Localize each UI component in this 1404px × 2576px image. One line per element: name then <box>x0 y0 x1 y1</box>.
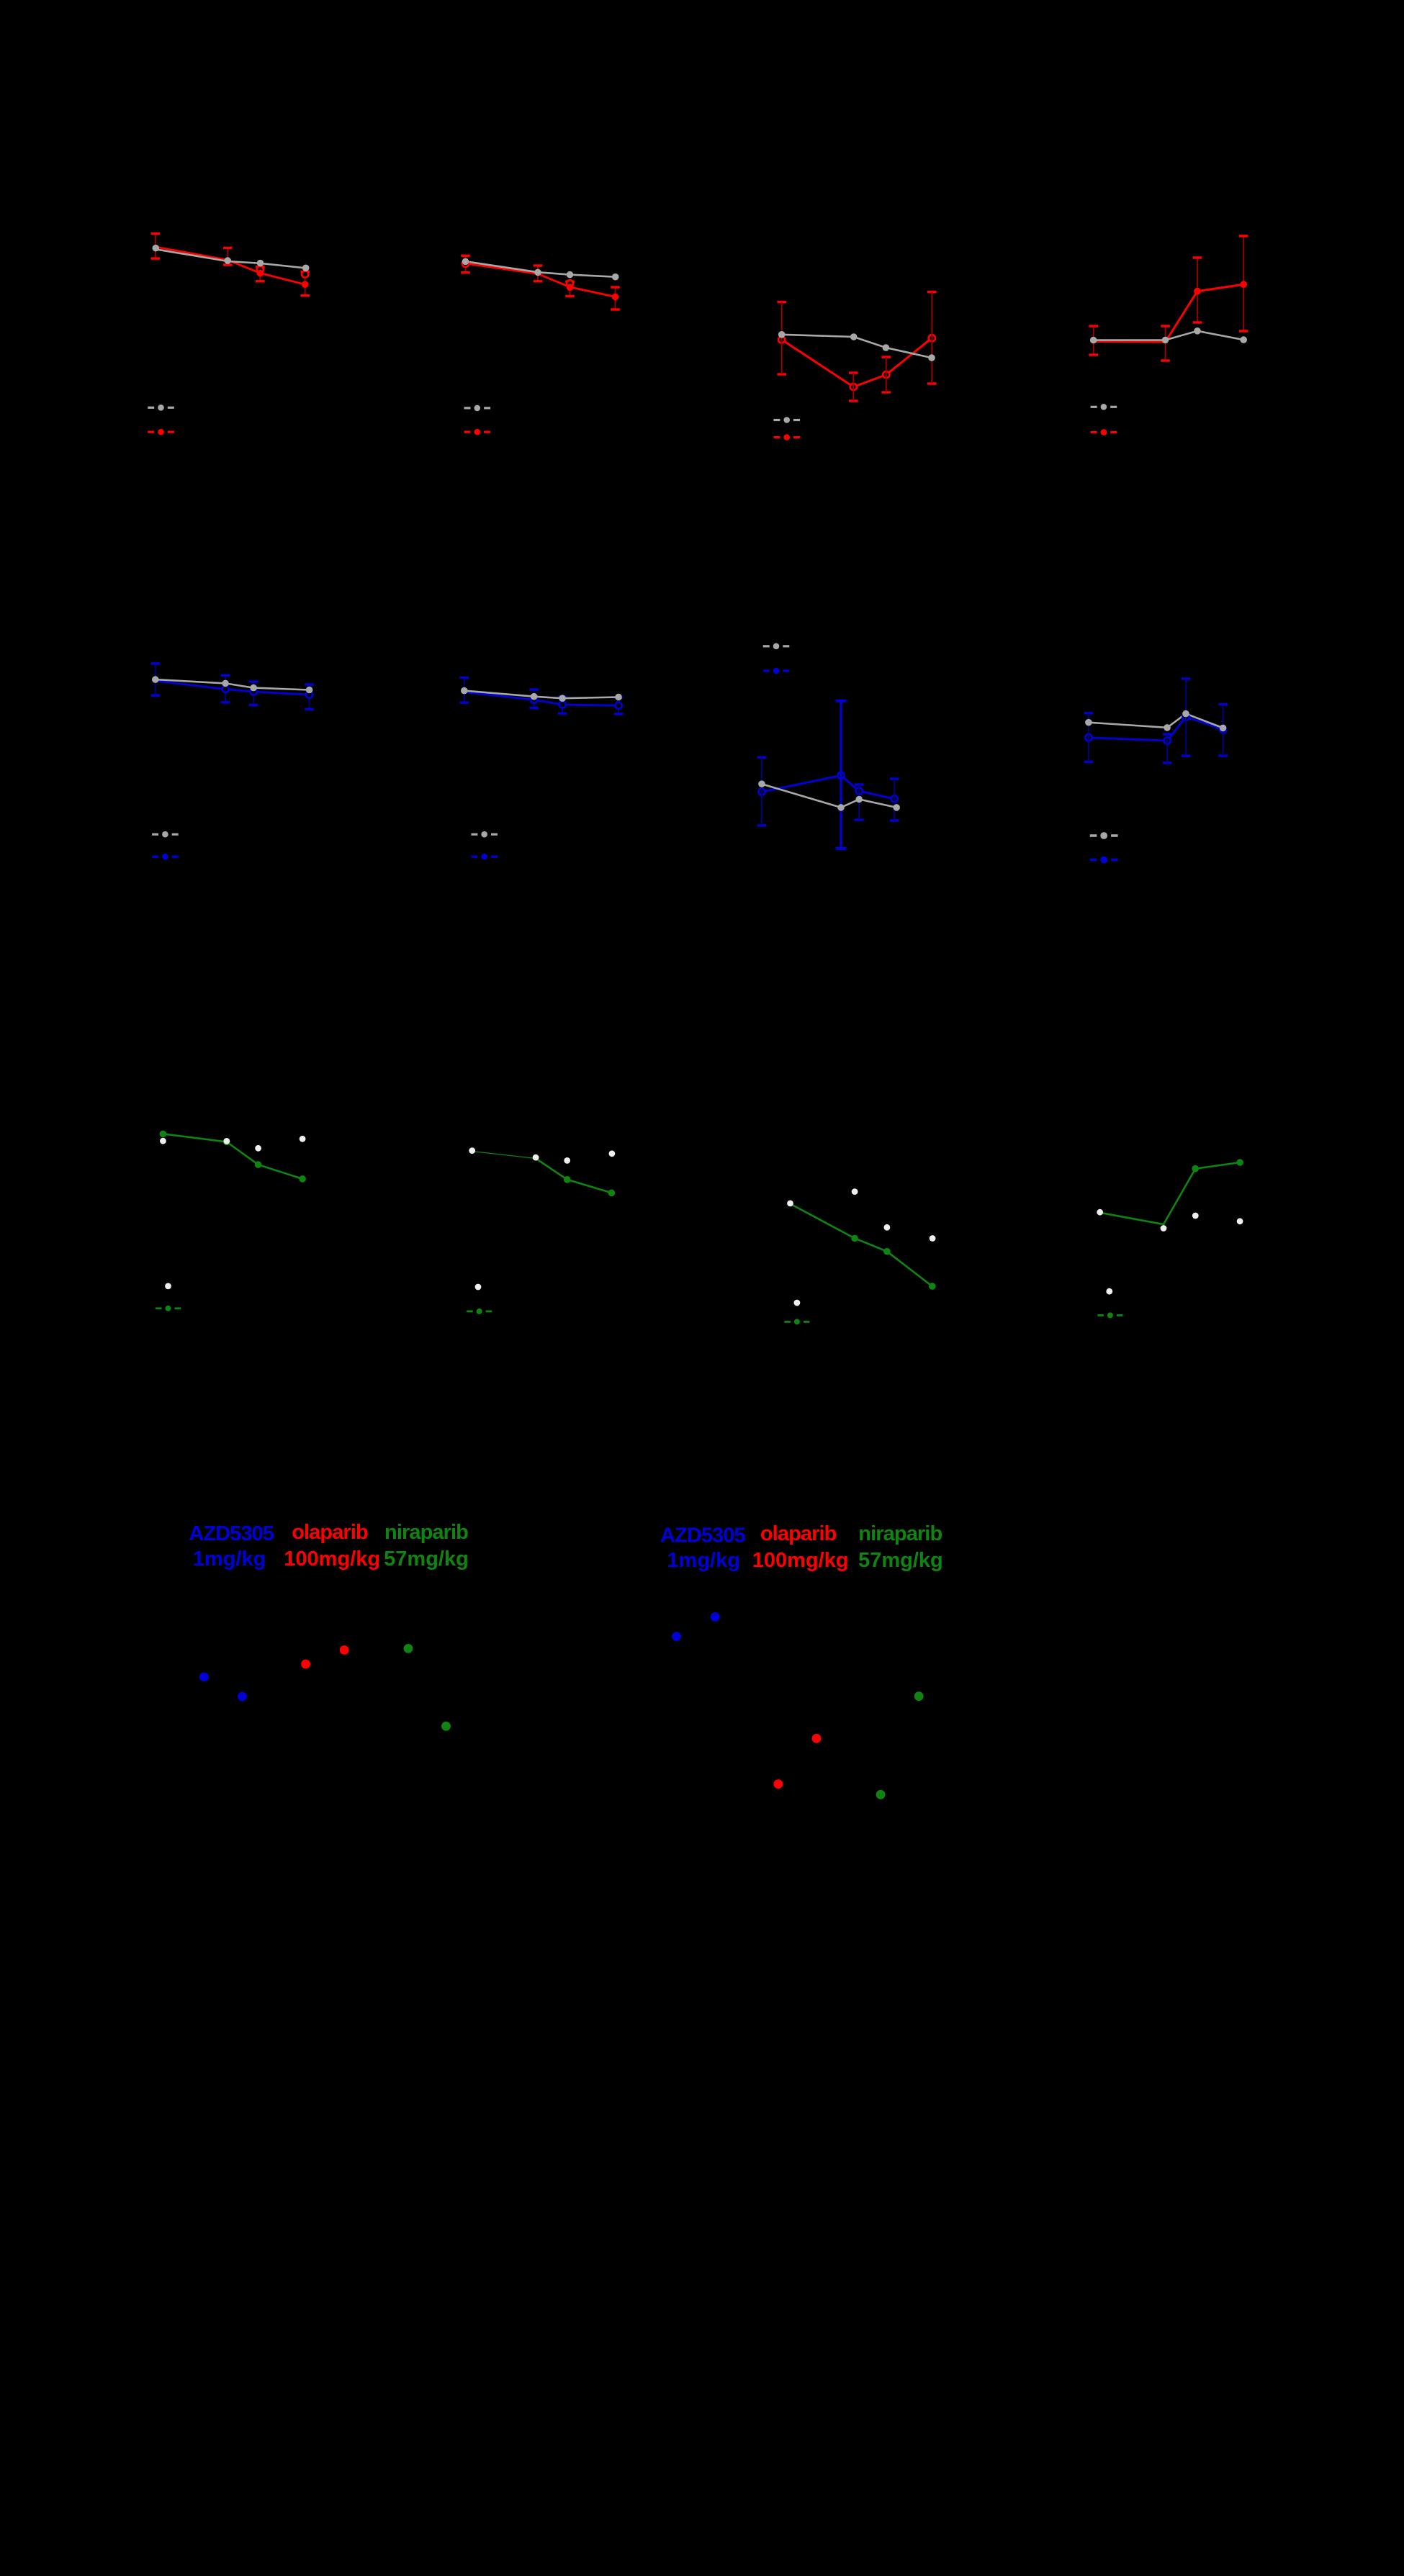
svg-text:olaparib: olaparib <box>760 1522 837 1545</box>
svg-text:100mg/kg: 100mg/kg <box>284 1547 380 1571</box>
svg-text:1mg/kg: 1mg/kg <box>667 1549 740 1572</box>
svg-text:AZD5305: AZD5305 <box>660 1524 746 1547</box>
svg-text:57mg/kg: 57mg/kg <box>384 1547 469 1571</box>
svg-text:100mg/kg: 100mg/kg <box>752 1549 849 1572</box>
svg-text:AZD5305: AZD5305 <box>189 1522 274 1545</box>
svg-text:57mg/kg: 57mg/kg <box>858 1549 943 1572</box>
svg-text:niraparib: niraparib <box>858 1522 942 1545</box>
svg-text:niraparib: niraparib <box>384 1521 468 1544</box>
svg-text:olaparib: olaparib <box>292 1521 368 1544</box>
svg-text:1mg/kg: 1mg/kg <box>193 1547 266 1571</box>
